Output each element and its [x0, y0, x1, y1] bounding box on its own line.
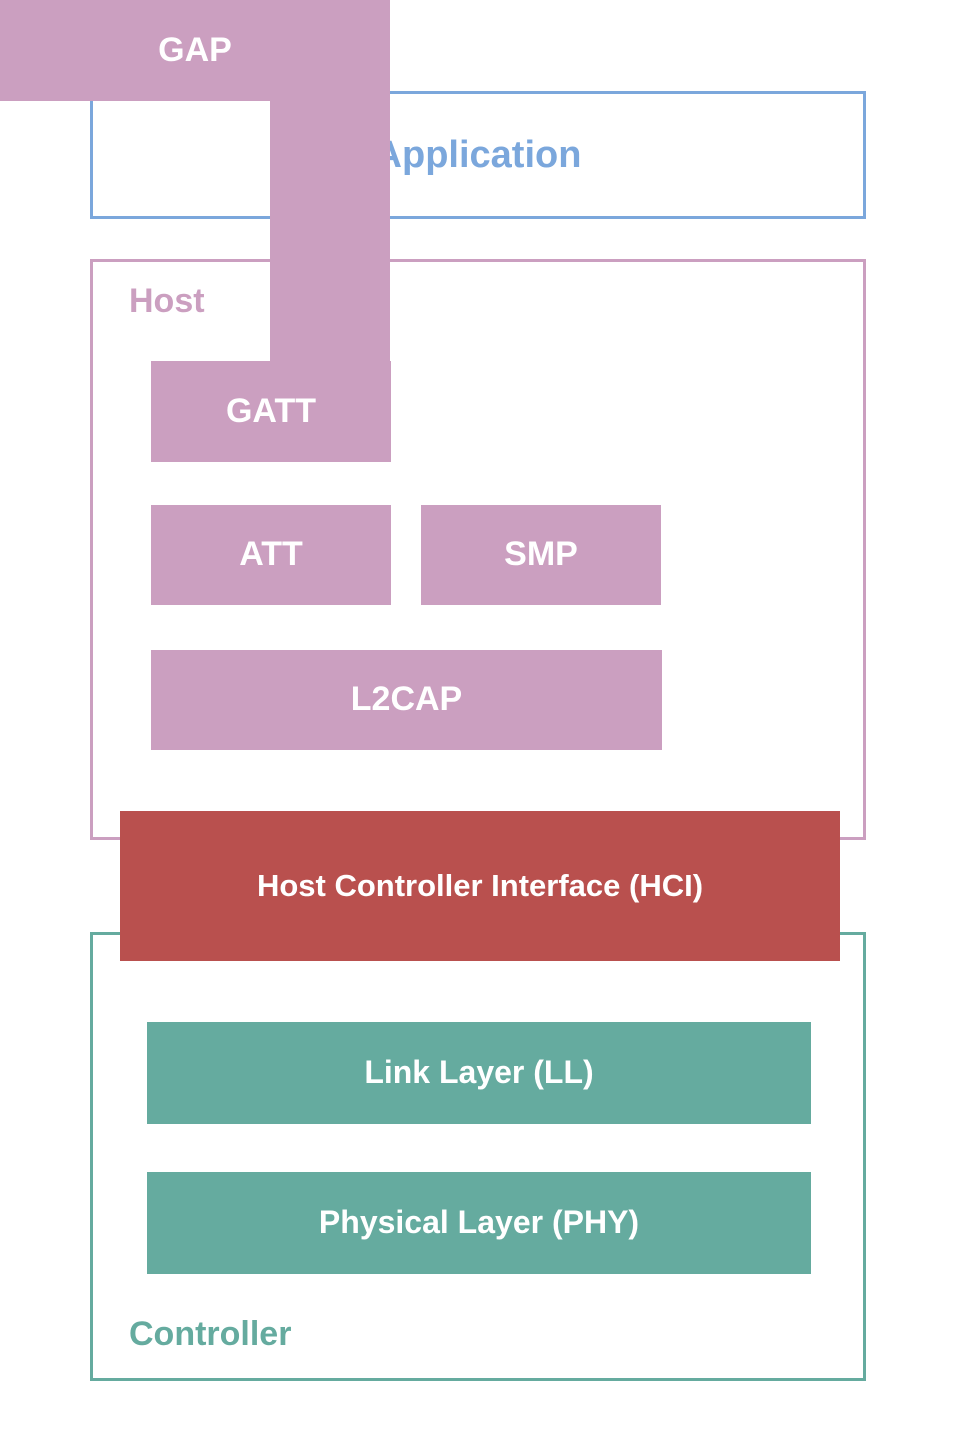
host-block-gap: GAP [0, 0, 390, 389]
host-block-gap-side-segment [270, 101, 390, 389]
application-layer-box [90, 91, 866, 219]
controller-block-link-layer: Link Layer (LL) [147, 1022, 811, 1124]
host-block-gap-top-segment [0, 0, 390, 101]
host-block-l2cap: L2CAP [151, 650, 662, 750]
controller-layer-box [90, 932, 866, 1381]
host-block-att: ATT [151, 505, 391, 605]
host-layer-label: Host [129, 282, 205, 320]
application-layer-label: Application [374, 134, 582, 176]
host-block-gap-label: GAP [158, 31, 232, 69]
host-block-smp: SMP [421, 505, 661, 605]
controller-block-physical-layer: Physical Layer (PHY) [147, 1172, 811, 1274]
controller-layer-label: Controller [129, 1315, 292, 1353]
host-controller-interface-bar: Host Controller Interface (HCI) [120, 811, 840, 961]
